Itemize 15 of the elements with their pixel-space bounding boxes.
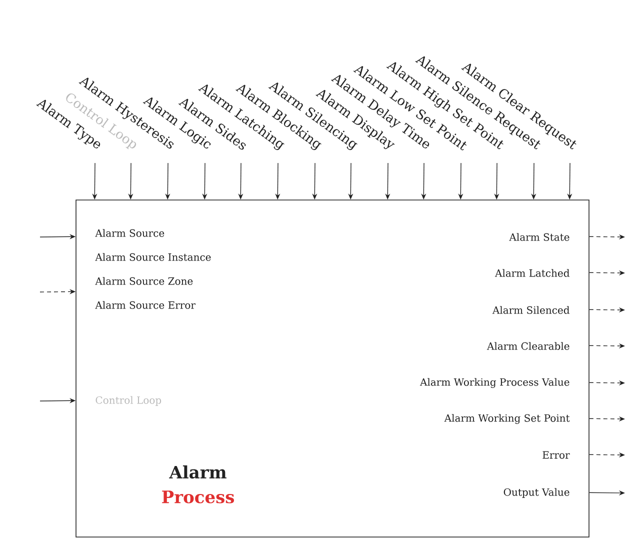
port-label: Output Value xyxy=(504,488,570,498)
port-label: Alarm Latched xyxy=(494,269,570,277)
port-label: Alarm Clearable xyxy=(486,342,570,350)
port-label: Control Loop xyxy=(96,396,162,406)
port-label: Alarm State xyxy=(509,233,570,241)
port-label: Alarm Source Instance xyxy=(95,253,211,261)
port-label: Alarm Source Zone xyxy=(95,277,193,285)
block-title: Alarm xyxy=(169,465,226,479)
block-title: Process xyxy=(162,490,234,504)
port-label: Alarm Source xyxy=(95,229,164,237)
port-label: Error xyxy=(542,451,570,459)
port-label: Alarm Working Set Point xyxy=(444,414,570,424)
port-label: Alarm Working Process Value xyxy=(420,378,570,388)
port-label: Alarm Source Error xyxy=(95,301,196,309)
port-label: Alarm Silenced xyxy=(492,306,570,314)
